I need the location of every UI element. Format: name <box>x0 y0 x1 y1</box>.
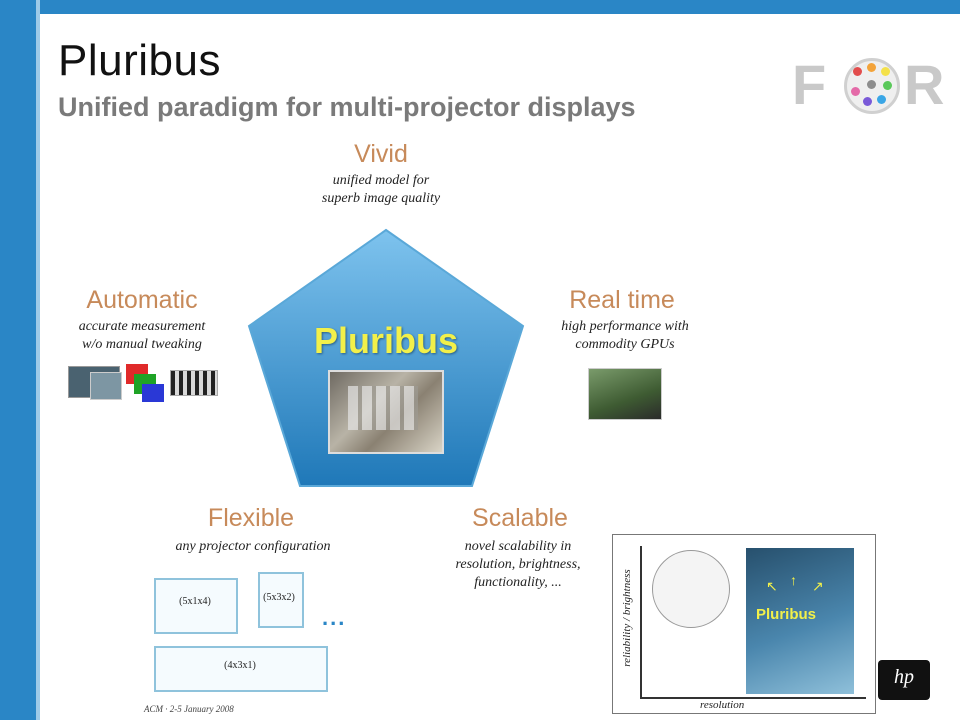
mosaic-thumbnail-overlay <box>90 372 122 400</box>
slide-footer: ACM · 2-5 January 2008 <box>144 704 234 714</box>
brand-dot <box>851 87 860 96</box>
brand-dot <box>863 97 872 106</box>
config-box-1 <box>154 578 238 634</box>
left-accent-edge <box>36 0 40 720</box>
more-configs-ellipsis: ... <box>322 605 347 630</box>
up-arrow-icon: ↑ <box>790 572 797 588</box>
brand-dot <box>883 81 892 90</box>
header-accent-bar <box>0 0 960 14</box>
feature-desc-vivid: unified model for superb image quality <box>321 173 441 206</box>
up-arrow-icon: ↗ <box>812 578 824 594</box>
slide-subtitle: Unified paradigm for multi-projector dis… <box>58 92 636 122</box>
config-label-3: (4x3x1) <box>224 660 256 671</box>
feature-desc-flexible: any projector configuration <box>175 539 331 554</box>
config-box-2 <box>258 572 304 628</box>
hp-logo-text: hp <box>894 666 914 688</box>
up-arrow-icon: ↖ <box>766 578 778 594</box>
feature-title-vivid: Vivid <box>354 140 408 168</box>
config-label-2: (5x3x2) <box>263 592 295 603</box>
feature-title-flexible: Flexible <box>207 504 295 532</box>
brand-letter-r: R <box>904 53 945 116</box>
brand-dot <box>881 67 890 76</box>
brand-letter-f: F <box>792 53 827 116</box>
slide-title: Pluribus <box>58 36 221 85</box>
figure-panel-label: Pluribus <box>756 606 817 623</box>
figure-pluribus-panel <box>746 548 854 694</box>
brand-dot <box>853 67 862 76</box>
brand-dot <box>877 95 886 104</box>
blue-channel-swatch <box>142 384 164 402</box>
projector-rack-photo <box>328 370 444 454</box>
figure-x-axis <box>640 697 866 699</box>
pentagon-shape <box>247 228 525 487</box>
config-label-1: (5x1x4) <box>179 596 211 607</box>
brand-dot-ring-icon <box>844 58 900 114</box>
brand-dot <box>867 63 876 72</box>
config-box-3 <box>154 646 328 692</box>
figure-baseline-circle <box>652 550 730 628</box>
brand-logo: F R <box>792 54 960 116</box>
feature-desc-scalable: novel scalability in resolution, brightn… <box>455 539 581 590</box>
hp-logo-icon <box>878 660 930 700</box>
feature-title-realtime: Real time <box>569 286 675 314</box>
feature-title-automatic: Automatic <box>86 286 198 314</box>
pluribus-pentagon: Pluribus <box>246 228 526 490</box>
brand-dot <box>867 80 876 89</box>
figure-x-label: resolution <box>700 699 745 711</box>
feature-desc-realtime: high performance with commodity GPUs <box>561 319 689 352</box>
gpu-card-photo <box>588 368 662 420</box>
figure-y-label: reliability / brightness <box>621 569 633 667</box>
pentagon-label: Pluribus <box>313 320 459 361</box>
gray-pattern-thumbnail <box>170 370 218 396</box>
feature-desc-automatic: accurate measurement w/o manual tweaking <box>78 319 206 352</box>
left-accent-bar <box>0 0 36 720</box>
feature-title-scalable: Scalable <box>472 504 568 532</box>
figure-y-axis <box>640 546 642 698</box>
